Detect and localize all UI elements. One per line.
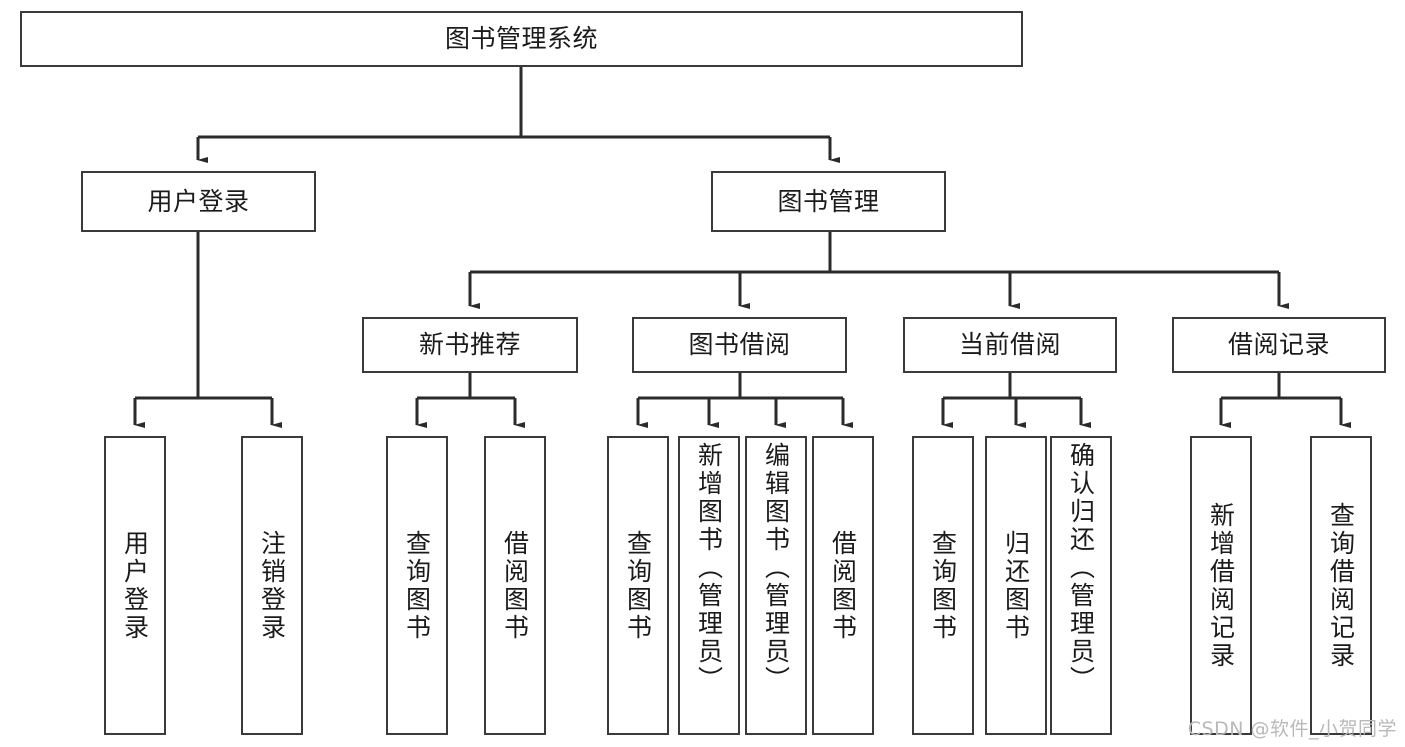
- node-current-borrow[interactable]: 当前借阅: [903, 317, 1117, 373]
- node-label: 新增图书（管理员）: [694, 442, 724, 694]
- node-label: 借阅记录: [1227, 330, 1330, 359]
- node-leaf-return-book[interactable]: 归还图书: [985, 436, 1047, 735]
- node-leaf-query-book-3[interactable]: 查询图书: [912, 436, 974, 735]
- node-label: 查询图书: [928, 529, 958, 642]
- node-leaf-borrow-book-1[interactable]: 借阅图书: [484, 436, 546, 735]
- node-label: 用户登录: [120, 529, 150, 642]
- node-leaf-query-book-1[interactable]: 查询图书: [386, 436, 448, 735]
- node-leaf-logout[interactable]: 注销登录: [241, 436, 303, 735]
- node-label: 借阅图书: [828, 529, 858, 642]
- node-label: 新书推荐: [418, 330, 521, 359]
- node-root-system[interactable]: 图书管理系统: [20, 11, 1023, 67]
- node-label: 图书管理系统: [444, 24, 598, 53]
- node-label: 查询借阅记录: [1326, 501, 1356, 670]
- node-label: 编辑图书（管理员）: [761, 442, 791, 694]
- node-leaf-edit-book[interactable]: 编辑图书（管理员）: [745, 436, 807, 735]
- node-label: 用户登录: [147, 186, 250, 216]
- node-borrow-record[interactable]: 借阅记录: [1172, 317, 1386, 373]
- node-leaf-confirm-return[interactable]: 确认归还（管理员）: [1050, 436, 1112, 735]
- node-book-borrow[interactable]: 图书借阅: [632, 317, 847, 373]
- node-leaf-add-book[interactable]: 新增图书（管理员）: [678, 436, 740, 735]
- node-leaf-user-login[interactable]: 用户登录: [104, 436, 166, 735]
- node-leaf-query-book-2[interactable]: 查询图书: [607, 436, 669, 735]
- node-leaf-add-record[interactable]: 新增借阅记录: [1190, 436, 1252, 735]
- node-label: 图书管理: [777, 186, 880, 216]
- node-new-book-recommend[interactable]: 新书推荐: [362, 317, 578, 373]
- node-label: 借阅图书: [500, 529, 530, 642]
- node-label: 归还图书: [1001, 529, 1031, 642]
- node-label: 查询图书: [402, 529, 432, 642]
- node-label: 新增借阅记录: [1206, 501, 1236, 670]
- node-leaf-query-record[interactable]: 查询借阅记录: [1310, 436, 1372, 735]
- node-label: 注销登录: [257, 529, 287, 642]
- node-label: 查询图书: [623, 529, 653, 642]
- node-book-management[interactable]: 图书管理: [711, 171, 946, 232]
- node-label: 确认归还（管理员）: [1066, 442, 1096, 694]
- node-label: 当前借阅: [958, 330, 1061, 359]
- node-leaf-borrow-book-2[interactable]: 借阅图书: [812, 436, 874, 735]
- node-user-login[interactable]: 用户登录: [81, 171, 316, 232]
- node-label: 图书借阅: [688, 330, 791, 359]
